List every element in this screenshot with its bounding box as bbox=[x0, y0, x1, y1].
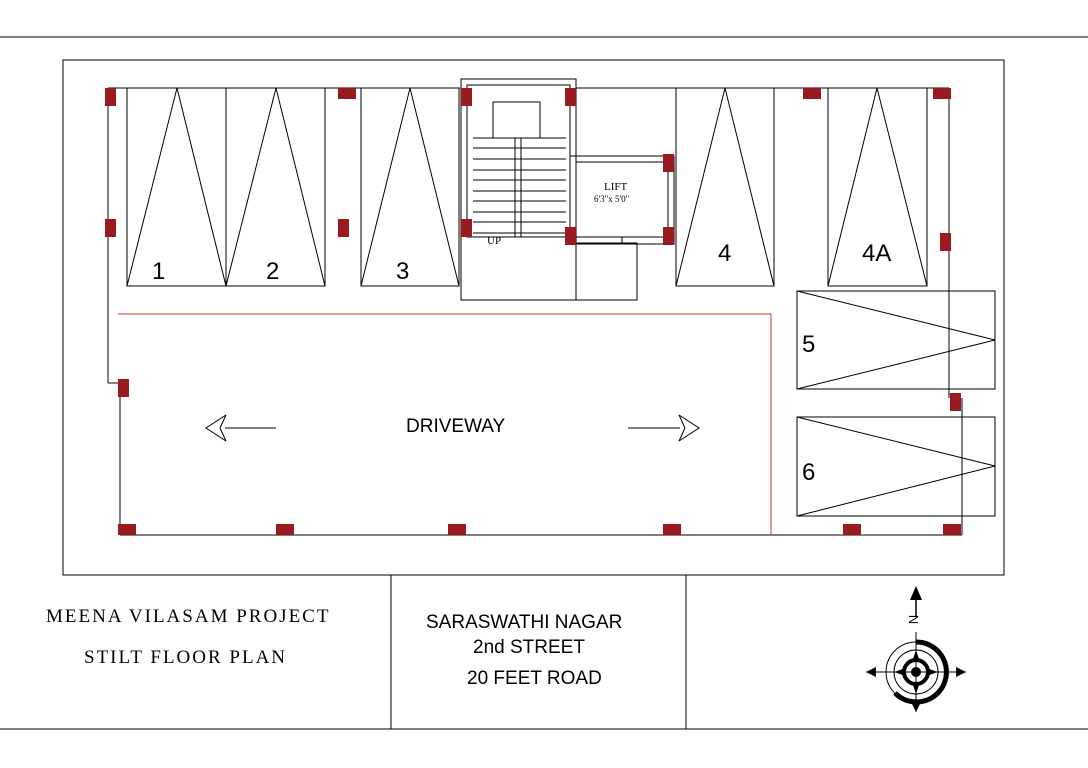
column-1 bbox=[105, 88, 116, 106]
parking-label-4: 4 bbox=[718, 240, 732, 267]
project-name: MEENA VILASAM PROJECT bbox=[46, 606, 331, 627]
column-8 bbox=[663, 154, 674, 172]
lift-label: LIFT bbox=[604, 181, 628, 193]
driveway-label: DRIVEWAY bbox=[406, 416, 506, 437]
plan-title: STILT FLOOR PLAN bbox=[84, 647, 288, 668]
parking-label-3: 3 bbox=[396, 258, 410, 285]
parking-label-6: 6 bbox=[802, 459, 816, 486]
column-17 bbox=[276, 524, 294, 535]
parking-bay-3 bbox=[360, 87, 460, 287]
driveway-arrows bbox=[205, 414, 700, 442]
building-outline bbox=[107, 87, 963, 536]
address-line-3: 20 FEET ROAD bbox=[467, 668, 602, 689]
column-10 bbox=[663, 227, 674, 245]
column-19 bbox=[663, 524, 681, 535]
structural-columns bbox=[105, 88, 961, 535]
sheet-frame bbox=[0, 36, 1088, 730]
address-line-1: SARASWATHI NAGAR bbox=[426, 612, 623, 633]
column-18 bbox=[448, 524, 466, 535]
stair-up-label: UP bbox=[487, 235, 502, 247]
column-14 bbox=[118, 379, 129, 397]
parking-label-5: 5 bbox=[802, 331, 816, 358]
parking-label-4a: 4A bbox=[862, 240, 892, 267]
parking-label-1: 1 bbox=[152, 258, 166, 285]
column-2 bbox=[105, 219, 116, 237]
parking-bay-6 bbox=[796, 416, 996, 517]
compass-north-label: N bbox=[906, 614, 922, 625]
parking-bay-5 bbox=[796, 290, 996, 390]
column-4 bbox=[338, 219, 349, 237]
lift-size-label: 6'3"x 5'0" bbox=[594, 194, 630, 204]
column-7 bbox=[565, 88, 576, 106]
column-15 bbox=[950, 393, 961, 411]
column-16 bbox=[118, 524, 136, 535]
parking-bays bbox=[126, 87, 996, 517]
column-11 bbox=[803, 88, 821, 99]
lift-shaft bbox=[569, 155, 675, 245]
column-13 bbox=[940, 233, 951, 251]
column-21 bbox=[943, 524, 961, 535]
parking-bay-2 bbox=[225, 87, 326, 287]
column-5 bbox=[461, 88, 472, 106]
parking-label-2: 2 bbox=[266, 258, 280, 285]
column-3 bbox=[338, 88, 356, 99]
parking-bay-1 bbox=[126, 87, 227, 287]
column-9 bbox=[565, 227, 576, 245]
column-12 bbox=[933, 88, 951, 99]
column-6 bbox=[461, 219, 472, 237]
driveway-boundary bbox=[118, 313, 772, 535]
compass-rose-icon bbox=[866, 586, 966, 712]
address-line-2: 2nd STREET bbox=[473, 637, 585, 658]
column-20 bbox=[843, 524, 861, 535]
